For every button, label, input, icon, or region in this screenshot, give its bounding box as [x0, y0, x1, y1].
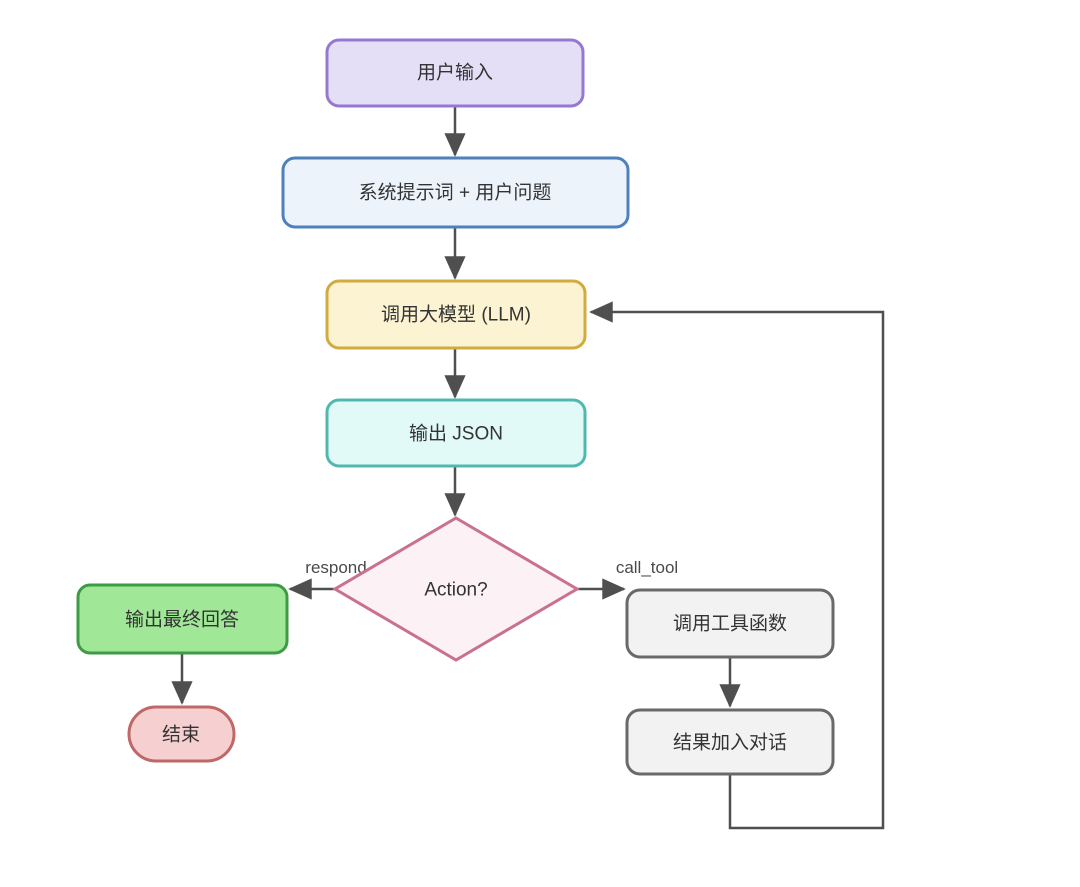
node-end-label: 结束 [162, 724, 200, 746]
node-llm-call-shape [325, 279, 587, 350]
node-action-decision-label: Action? [424, 580, 487, 601]
node-user-input: 用户输入 [325, 38, 585, 108]
node-append-result-label: 结果加入对话 [673, 732, 787, 754]
node-json-output: 输出 JSON [325, 398, 587, 468]
node-user-input-shape [325, 38, 585, 108]
node-action-decision-shape [332, 516, 580, 662]
node-end: 结束 [127, 705, 236, 763]
node-append-result: 结果加入对话 [625, 708, 835, 776]
node-system-prompt: 系统提示词 + 用户问题 [281, 156, 630, 229]
node-final-answer-label: 输出最终回答 [125, 609, 239, 631]
node-call-tool-fn-label: 调用工具函数 [673, 613, 787, 635]
node-call-tool-fn: 调用工具函数 [625, 588, 835, 659]
node-user-input-label: 用户输入 [417, 62, 493, 84]
node-end-shape [127, 705, 236, 763]
node-final-answer: 输出最终回答 [76, 583, 289, 655]
node-final-answer-shape [76, 583, 289, 655]
node-system-prompt-shape [281, 156, 630, 229]
node-call-tool-fn-shape [625, 588, 835, 659]
node-json-output-label: 输出 JSON [409, 423, 503, 445]
node-json-output-shape [325, 398, 587, 468]
node-action-decision: Action? [332, 516, 580, 662]
node-llm-call-label: 调用大模型 (LLM) [381, 304, 531, 326]
node-system-prompt-label: 系统提示词 + 用户问题 [359, 182, 552, 204]
edge-append-result-loop-to-llm [589, 301, 885, 830]
edge-label-call-tool: call_tool [616, 558, 678, 577]
edge-label-respond: respond [305, 558, 366, 577]
edges [171, 106, 885, 830]
node-llm-call: 调用大模型 (LLM) [325, 279, 587, 350]
node-append-result-shape [625, 708, 835, 776]
